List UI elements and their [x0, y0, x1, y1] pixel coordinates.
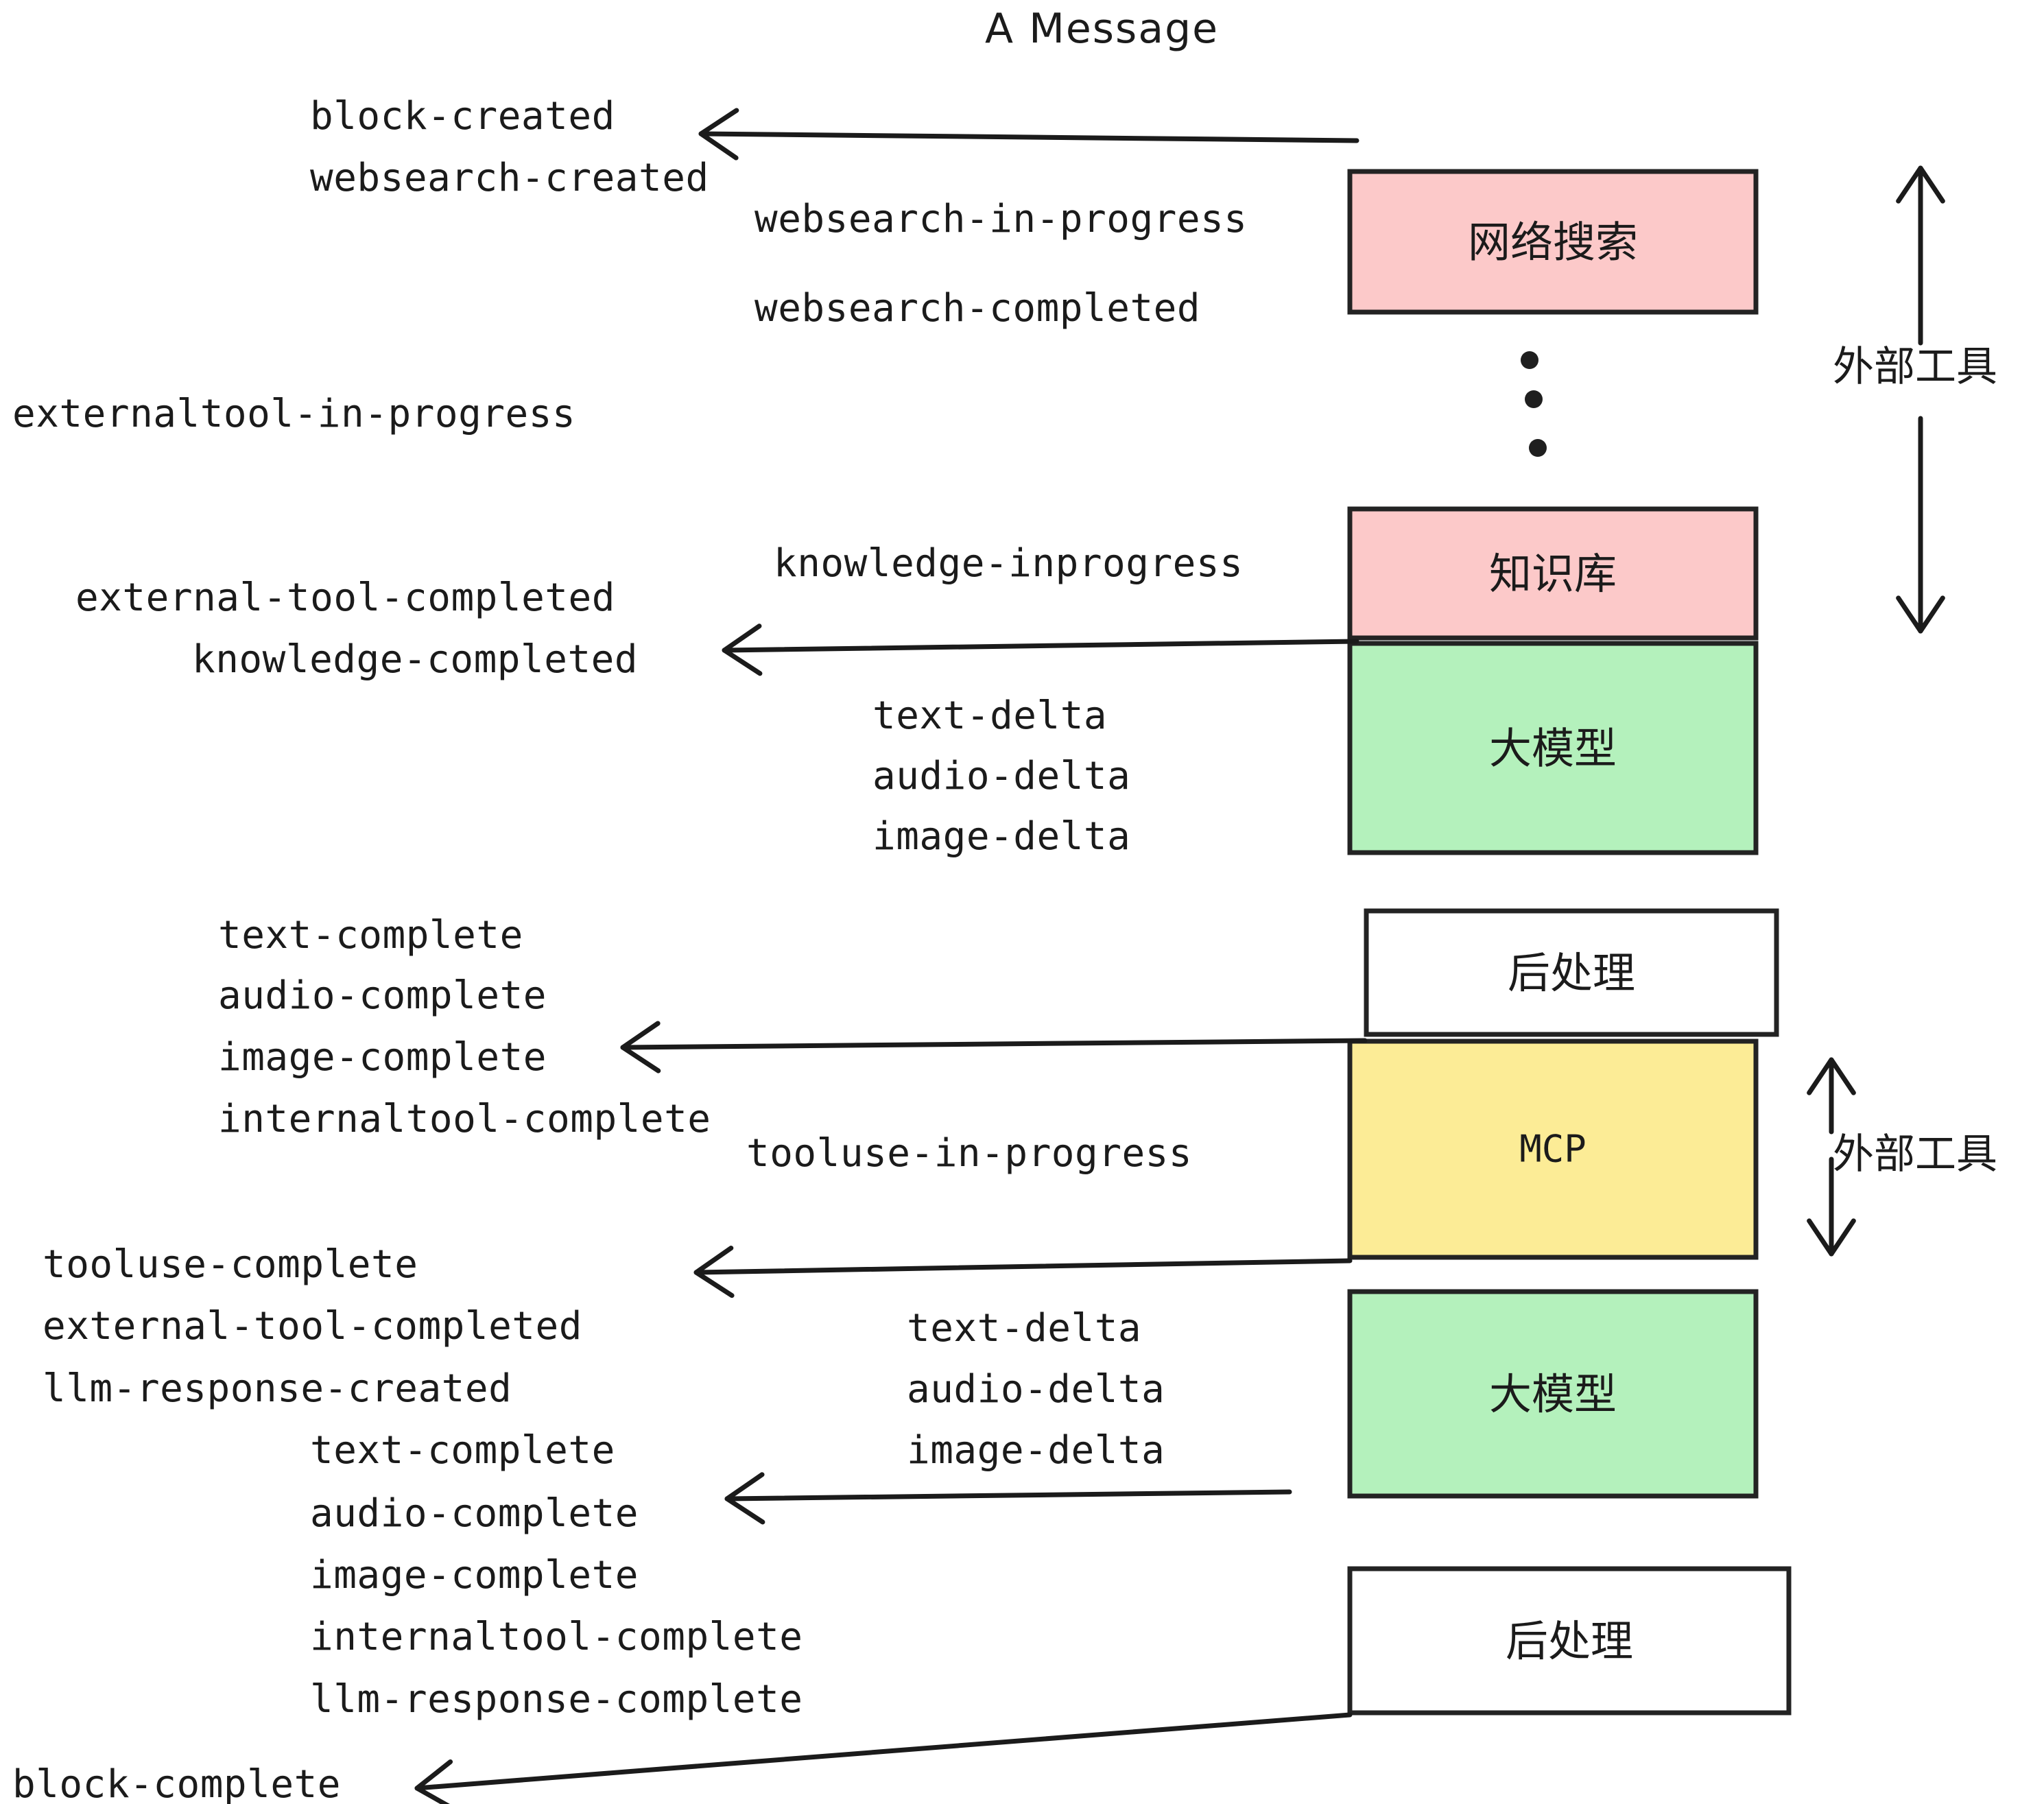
- event-label-external-tool-completed: external-tool-completed: [43, 1304, 582, 1349]
- event-label-text-delta: text-delta: [872, 693, 1107, 738]
- box-mcp-label: MCP: [1519, 1128, 1587, 1171]
- event-label-websearch-in-progress: websearch-in-progress: [754, 197, 1248, 241]
- box-websearch: 网络搜索: [1347, 169, 1759, 315]
- box-llm-1-shape: [1347, 641, 1759, 855]
- box-postproc-1-label: 后处理: [1508, 948, 1635, 998]
- image-complete-arrow: [620, 1021, 1368, 1073]
- event-arrows: [414, 108, 1368, 1804]
- event-label-llm-response-complete: llm-response-complete: [310, 1677, 803, 1722]
- event-label-image-delta: image-delta: [907, 1428, 1165, 1473]
- event-label-block-complete: block-complete: [12, 1762, 341, 1804]
- external-tool-span-2-down: [1807, 1156, 1856, 1257]
- event-label-tooluse-complete: tooluse-complete: [43, 1242, 418, 1287]
- event-label-audio-complete: audio-complete: [218, 973, 547, 1018]
- box-postproc-2-shape: [1347, 1566, 1792, 1716]
- box-websearch-label: 网络搜索: [1468, 217, 1638, 268]
- ellipsis-dot-1: [1521, 351, 1538, 369]
- audio-complete-arrow: [724, 1472, 1292, 1525]
- knowledge-done-arrow: [722, 624, 1359, 676]
- box-llm-1: 大模型: [1347, 641, 1759, 855]
- event-label-llm-response-created: llm-response-created: [43, 1366, 512, 1411]
- ellipsis-dot-2: [1525, 390, 1543, 408]
- box-mcp-shape: [1347, 1039, 1759, 1260]
- box-websearch-shape: [1347, 169, 1759, 315]
- box-llm-2-label: 大模型: [1489, 1369, 1617, 1419]
- event-label-internaltool-complete: internaltool-complete: [218, 1097, 711, 1141]
- ellipsis-dot-3: [1529, 439, 1547, 457]
- event-label-websearch-created: websearch-created: [310, 156, 709, 200]
- event-label-knowledge-inprogress: knowledge-inprogress: [774, 541, 1243, 586]
- event-label-external-tool-completed: external-tool-completed: [75, 575, 615, 620]
- box-llm-1-label: 大模型: [1489, 724, 1617, 774]
- box-postproc-1: 后处理: [1364, 908, 1779, 1037]
- event-label-block-created: block-created: [310, 94, 615, 139]
- event-label-image-complete: image-complete: [218, 1035, 547, 1080]
- event-label-audio-delta: audio-delta: [907, 1367, 1165, 1412]
- event-label-text-delta: text-delta: [907, 1306, 1141, 1351]
- external-tool-label-2: 外部工具: [1833, 1130, 1997, 1178]
- event-label-image-delta: image-delta: [872, 814, 1130, 859]
- box-mcp: MCP: [1347, 1039, 1759, 1260]
- external-tool-span-1-up: [1896, 165, 1945, 346]
- event-label-websearch-completed: websearch-completed: [754, 286, 1200, 331]
- event-label-audio-delta: audio-delta: [872, 754, 1130, 798]
- external-tool-range-arrows: [1807, 165, 1945, 1257]
- box-postproc-2-label: 后处理: [1506, 1616, 1633, 1666]
- event-label-knowledge-completed: knowledge-completed: [192, 637, 638, 682]
- left-event-labels: block-created websearch-created externalto…: [12, 94, 803, 1804]
- page-title: A Message: [985, 5, 1219, 53]
- box-postproc-2: 后处理: [1347, 1566, 1792, 1716]
- box-llm-2: 大模型: [1347, 1289, 1759, 1499]
- event-label-text-complete: text-complete: [310, 1428, 615, 1473]
- box-postproc-1-shape: [1364, 908, 1779, 1037]
- box-knowledge-shape: [1347, 506, 1759, 641]
- block-created-arrow: [698, 108, 1359, 161]
- event-label-internaltool-complete: internaltool-complete: [310, 1615, 803, 1659]
- middle-event-labels: websearch-in-progress websearch-completed…: [746, 197, 1248, 1473]
- external-tool-label-1: 外部工具: [1833, 343, 1997, 391]
- event-label-image-complete: image-complete: [310, 1553, 639, 1598]
- external-tool-span-1-down: [1896, 416, 1945, 634]
- event-label-externaltool-in-progress: externaltool-in-progress: [12, 392, 575, 436]
- tooluse-done-arrow: [693, 1246, 1353, 1298]
- vertical-ellipsis-icon: [1521, 351, 1547, 457]
- box-knowledge-label: 知识库: [1489, 549, 1617, 599]
- box-llm-2-shape: [1347, 1289, 1759, 1499]
- event-label-tooluse-in-progress: tooluse-in-progress: [746, 1131, 1192, 1176]
- event-label-audio-complete: audio-complete: [310, 1491, 639, 1536]
- block-complete-arrow: [414, 1712, 1353, 1804]
- box-knowledge: 知识库: [1347, 506, 1759, 641]
- external-tool-span-2-up: [1807, 1057, 1856, 1135]
- event-label-text-complete: text-complete: [218, 913, 523, 958]
